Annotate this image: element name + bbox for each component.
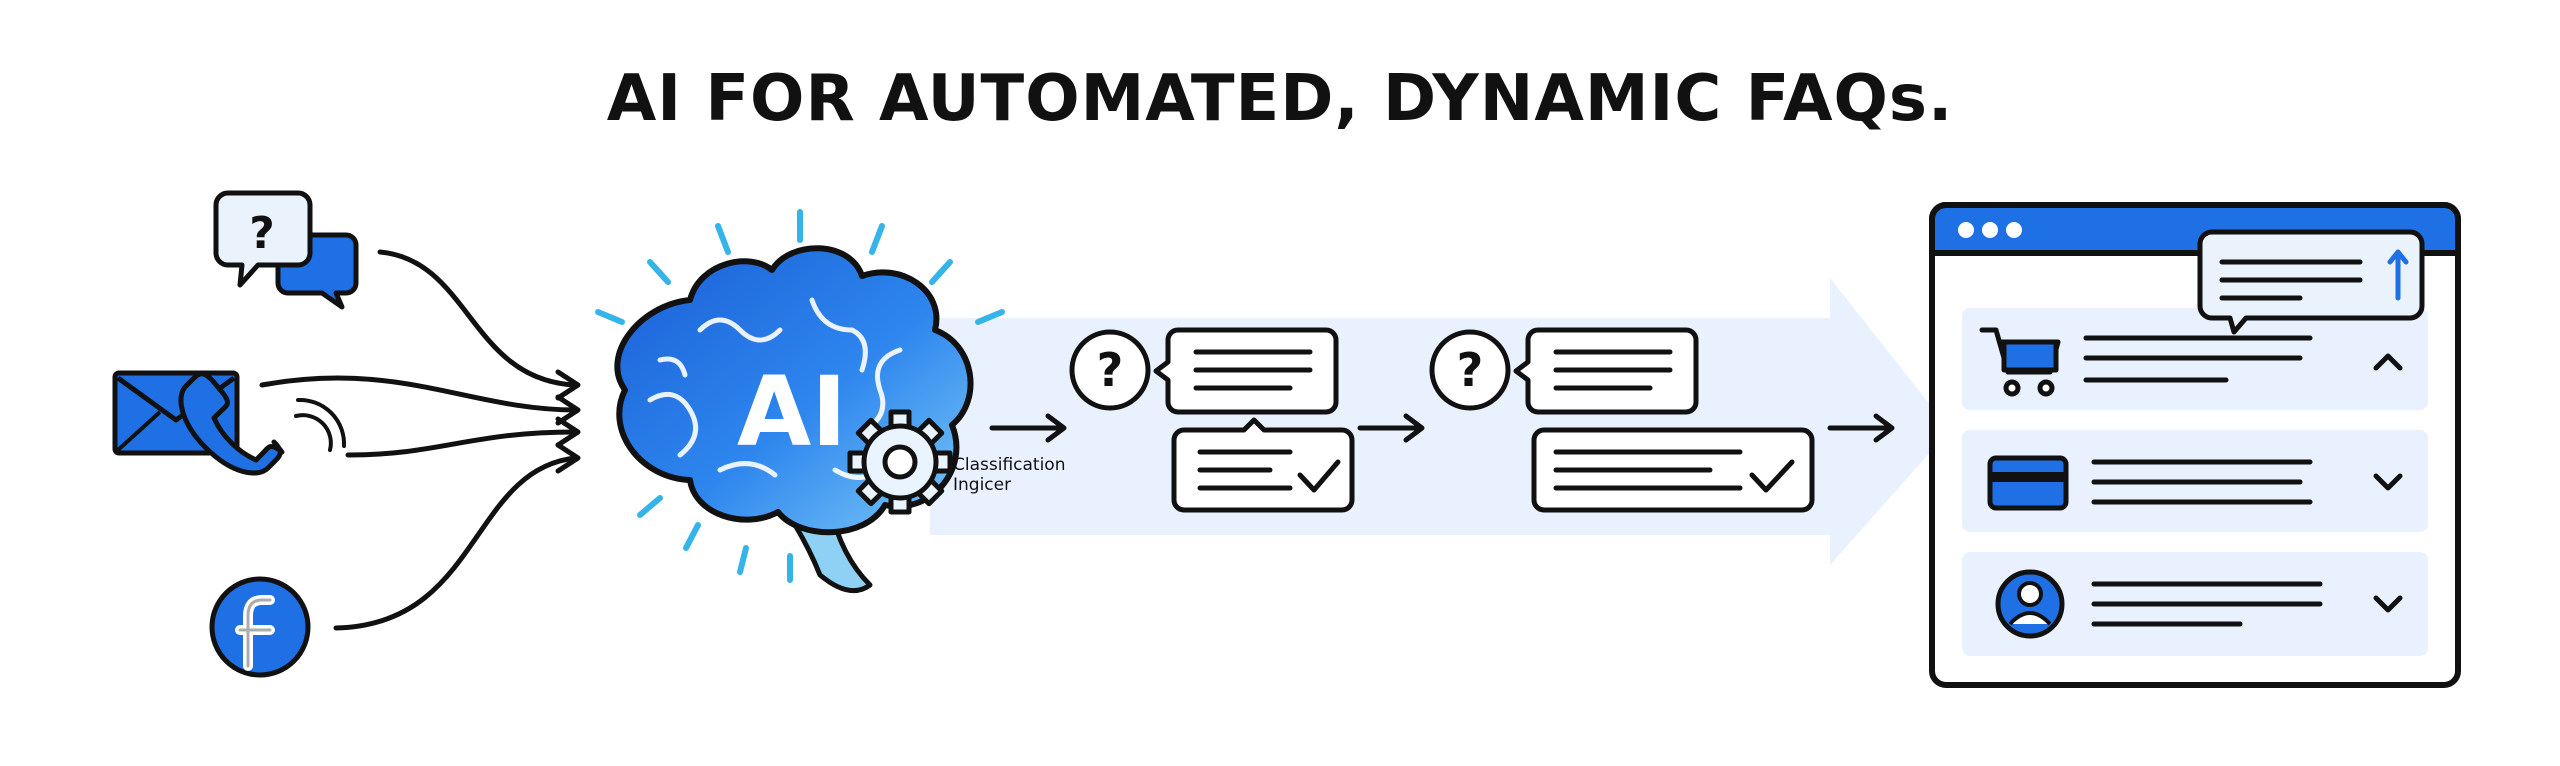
facebook-icon [209, 576, 311, 678]
check-icon [1297, 459, 1341, 493]
user-profile-icon [1995, 569, 2065, 639]
faq-item-cart[interactable] [1962, 308, 2428, 410]
question-bubble-1 [1153, 327, 1339, 415]
faq-item-account[interactable] [1962, 552, 2428, 656]
chat-question-mark: ? [249, 208, 275, 259]
arrow-up-icon [2387, 249, 2409, 301]
page-title: AI FOR AUTOMATED, DYNAMIC FAQs. [606, 62, 1954, 136]
faq-item-payment[interactable] [1962, 430, 2428, 532]
shopping-cart-icon [1979, 327, 2061, 397]
credit-card-icon [1987, 455, 2069, 511]
question-icon-1: ? [1069, 329, 1151, 411]
flow-arrow [930, 278, 1950, 565]
check-icon [1749, 459, 1795, 493]
question-bubble-2 [1513, 327, 1699, 415]
flow-arrows [989, 413, 1895, 443]
answer-bubble-1 [1171, 417, 1355, 513]
question-icon-2: ? [1429, 329, 1511, 411]
phone-icon [178, 371, 347, 476]
gear-caption-line-1: Classification [953, 455, 1065, 475]
window-dots [1958, 222, 2022, 238]
chevron-up-icon[interactable] [2373, 353, 2403, 371]
svg-text:?: ? [1457, 343, 1484, 397]
gear-icon [847, 409, 953, 515]
faq-browser-window [1929, 202, 2461, 688]
svg-text:?: ? [1097, 343, 1124, 397]
chat-icon: ? [213, 190, 359, 310]
brain-ai-label: AI [737, 356, 847, 468]
channel-connectors [259, 249, 581, 631]
brain-rays [595, 209, 1005, 583]
new-answer-bubble [2197, 229, 2425, 335]
answer-bubble-2 [1531, 427, 1815, 513]
gear-caption-line-2: Ingicer [953, 475, 1011, 495]
chevron-down-icon[interactable] [2373, 595, 2403, 613]
chevron-down-icon[interactable] [2373, 473, 2403, 491]
